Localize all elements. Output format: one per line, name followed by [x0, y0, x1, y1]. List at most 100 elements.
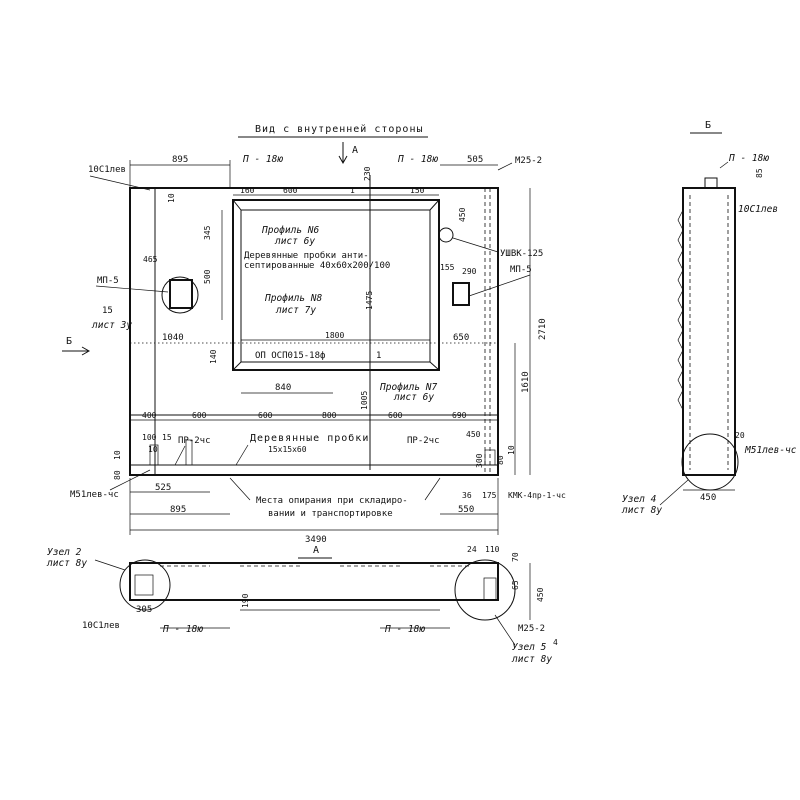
dim-150: 150	[410, 186, 425, 195]
side-label-m51: М51лев-чс	[744, 445, 797, 456]
plan-node-right	[454, 559, 516, 621]
label-profile-6: Профиль N6	[261, 225, 319, 236]
side-top-loop	[704, 177, 718, 189]
side-label-p18: П - 18ю	[728, 153, 769, 164]
label-p18-right: П - 18ю	[397, 154, 438, 165]
embedded-plate-right	[452, 282, 470, 306]
plug	[484, 449, 496, 466]
side-dim-20: 20	[735, 431, 745, 440]
dim-10-c: 10	[507, 445, 516, 455]
dim-450-right: 450	[458, 207, 467, 222]
side-dim-450: 450	[700, 493, 716, 503]
side-view-b: Б 450 П - 18ю 85 10С1лев 20 М51лев-чс Уз…	[621, 120, 797, 516]
plan-panel	[129, 562, 499, 601]
leader	[719, 161, 729, 169]
leader	[468, 274, 531, 297]
label-wood-plugs-bottom: Деревянные пробки	[250, 432, 369, 444]
label-kmk: КМК-4пр-1-чс	[508, 491, 566, 500]
window-frame-inner	[240, 209, 431, 363]
dim-100: 100	[142, 433, 157, 442]
label-m25-2: М25-2	[515, 156, 542, 166]
leader	[235, 444, 249, 466]
label-p18-left: П - 18ю	[242, 154, 283, 165]
label-op-osp015: ОП ОСП015-18ф	[255, 351, 325, 361]
leader	[95, 285, 169, 293]
plan-label-4: 4	[553, 638, 558, 647]
dim-290: 290	[462, 267, 477, 276]
side-dim-85: 85	[755, 168, 764, 178]
plan-insert-left	[134, 574, 154, 596]
view-a-title: А	[313, 545, 320, 556]
dim-300: 300	[475, 453, 484, 468]
dim-2710: 2710	[538, 318, 548, 340]
plug	[149, 444, 159, 466]
leader	[497, 162, 513, 171]
dim-175: 175	[482, 491, 497, 500]
section-a-arrowhead	[338, 155, 348, 165]
dim-400: 400	[142, 411, 157, 420]
dim-895-top: 895	[172, 155, 188, 165]
dim-600: 600	[283, 186, 298, 195]
label-list-6u-2: лист 6у	[393, 392, 434, 403]
label-wood-plugs-2: септированные 40х60х200/100	[244, 261, 390, 271]
plan-dim-450: 450	[536, 587, 545, 602]
plan-dim-110: 110	[485, 545, 500, 554]
embedded-plate-left	[169, 279, 193, 309]
plan-dim-190: 190	[241, 593, 250, 608]
plan-dim-70: 70	[511, 552, 520, 562]
side-label-node4: Узел 4	[622, 494, 657, 505]
dim-690: 690	[452, 411, 467, 420]
label-profile-7: Профиль N7	[379, 382, 437, 393]
frame-corner	[429, 361, 440, 371]
dim-155: 155	[440, 263, 455, 272]
dim-10-b: 10	[113, 450, 122, 460]
side-label-10c1lev: 10С1лев	[738, 204, 778, 215]
frame-corner	[429, 199, 440, 211]
dim-230: 230	[363, 166, 372, 181]
dim-140: 140	[209, 349, 218, 364]
window-frame-outer	[232, 199, 440, 371]
plan-label-p18-right: П - 18ю	[384, 624, 425, 635]
plan-label-node2: Узел 2	[47, 547, 82, 558]
label-pr2chs-left: ПР-2чс	[178, 436, 211, 446]
plug	[185, 439, 193, 466]
dim-3490: 3490	[305, 535, 327, 545]
lifting-loop	[438, 227, 454, 243]
side-reinforcement	[689, 195, 729, 470]
frame-corner	[232, 361, 242, 371]
plan-node-left	[119, 559, 171, 611]
dim-600-a: 600	[192, 411, 207, 420]
dim-465: 465	[143, 255, 158, 264]
dim-1475: 1475	[365, 291, 374, 310]
label-profile-8: Профиль N8	[264, 293, 322, 304]
plate-callout-circle	[161, 276, 199, 314]
label-pr2chs-right: ПР-2чс	[407, 436, 440, 446]
label-mp5-left: МП-5	[97, 276, 119, 286]
plan-label-list8u-2: лист 8у	[511, 654, 552, 665]
label-ushvk125: УШВК-125	[500, 249, 543, 259]
dim-mark-1: 1	[350, 186, 355, 195]
plan-label-list8u: лист 8у	[46, 558, 87, 569]
dim-1005: 1005	[360, 391, 369, 410]
label-list-7u: лист 7у	[275, 305, 316, 316]
dim-15: 15	[162, 433, 172, 442]
plan-label-p18-left: П - 18ю	[162, 624, 203, 635]
dim-895-bottom: 895	[170, 505, 186, 515]
leader	[94, 559, 126, 571]
dim-10: 10	[167, 193, 176, 203]
side-panel	[682, 187, 736, 476]
plan-label-10c1lev: 10С1лев	[82, 621, 120, 631]
dim-80-right: 80	[496, 455, 505, 465]
section-a-label: А	[352, 145, 359, 156]
plan-dim-305: 305	[136, 605, 152, 615]
dim-1610: 1610	[521, 371, 531, 393]
view-title: Вид с внутренней стороны	[255, 123, 424, 135]
base-note-line1: Места опирания при складиро-	[256, 496, 408, 506]
label-list-6u: лист 6у	[274, 236, 315, 247]
dim-505: 505	[467, 155, 483, 165]
dim-500: 500	[203, 269, 212, 284]
plan-dim-65: 65	[511, 580, 520, 590]
plan-view-a: А 190 305 Узел 2 лист 8у 10С1лев П - 18ю…	[46, 545, 558, 665]
dim-10-a: 10	[148, 445, 158, 454]
